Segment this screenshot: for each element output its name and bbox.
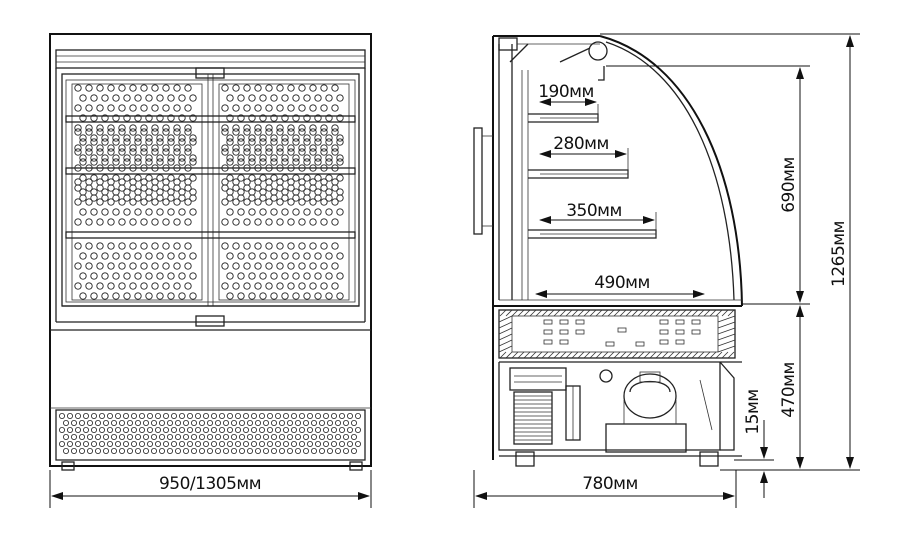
front-bottom-handle	[195, 315, 225, 327]
left-perforated-panel	[71, 83, 203, 301]
front-display-frame	[61, 73, 360, 307]
front-shelves	[65, 115, 356, 239]
side-rear-handle	[473, 127, 483, 235]
side-condenser	[509, 367, 567, 445]
side-rear-foot	[515, 451, 535, 467]
side-view	[473, 35, 743, 467]
evaporator-holes	[543, 319, 701, 347]
right-perforated-panel	[218, 83, 350, 301]
side-curved-glass	[599, 35, 743, 307]
shelf-1-depth-label: 190мм	[538, 82, 594, 102]
front-left-foot	[61, 461, 75, 471]
side-depth-label: 780мм	[582, 474, 638, 494]
front-right-foot	[349, 461, 363, 471]
side-front-foot	[699, 451, 719, 467]
base-depth-label: 490мм	[594, 273, 650, 293]
front-width-dimension: 950/1305мм	[49, 470, 372, 508]
side-lamp	[588, 41, 608, 61]
display-height-label: 690мм	[779, 157, 799, 213]
side-compressor	[605, 371, 687, 453]
grille-holes	[59, 412, 361, 454]
shelf-2-depth-label: 280мм	[553, 134, 609, 154]
panel-holes	[74, 84, 344, 300]
front-ventilation-grille	[55, 409, 366, 461]
base-height-label: 470мм	[779, 362, 799, 418]
front-width-label: 950/1305мм	[159, 474, 261, 494]
total-height-label: 1265мм	[829, 221, 849, 287]
front-top-handle	[195, 67, 225, 79]
shelf-dimensions: 190мм 280мм 350мм 490мм	[535, 82, 705, 298]
shelf-3-depth-label: 350мм	[566, 201, 622, 221]
front-body-outline	[49, 33, 372, 467]
leg-height-label: 15мм	[743, 389, 763, 434]
front-top-cap	[55, 49, 366, 69]
insulation-hatch	[498, 309, 736, 359]
side-shelves	[528, 104, 657, 239]
front-view	[49, 33, 372, 471]
height-dimensions: 690мм 470мм 1265мм 15мм	[600, 33, 860, 498]
side-depth-dimension: 780мм	[473, 470, 737, 508]
